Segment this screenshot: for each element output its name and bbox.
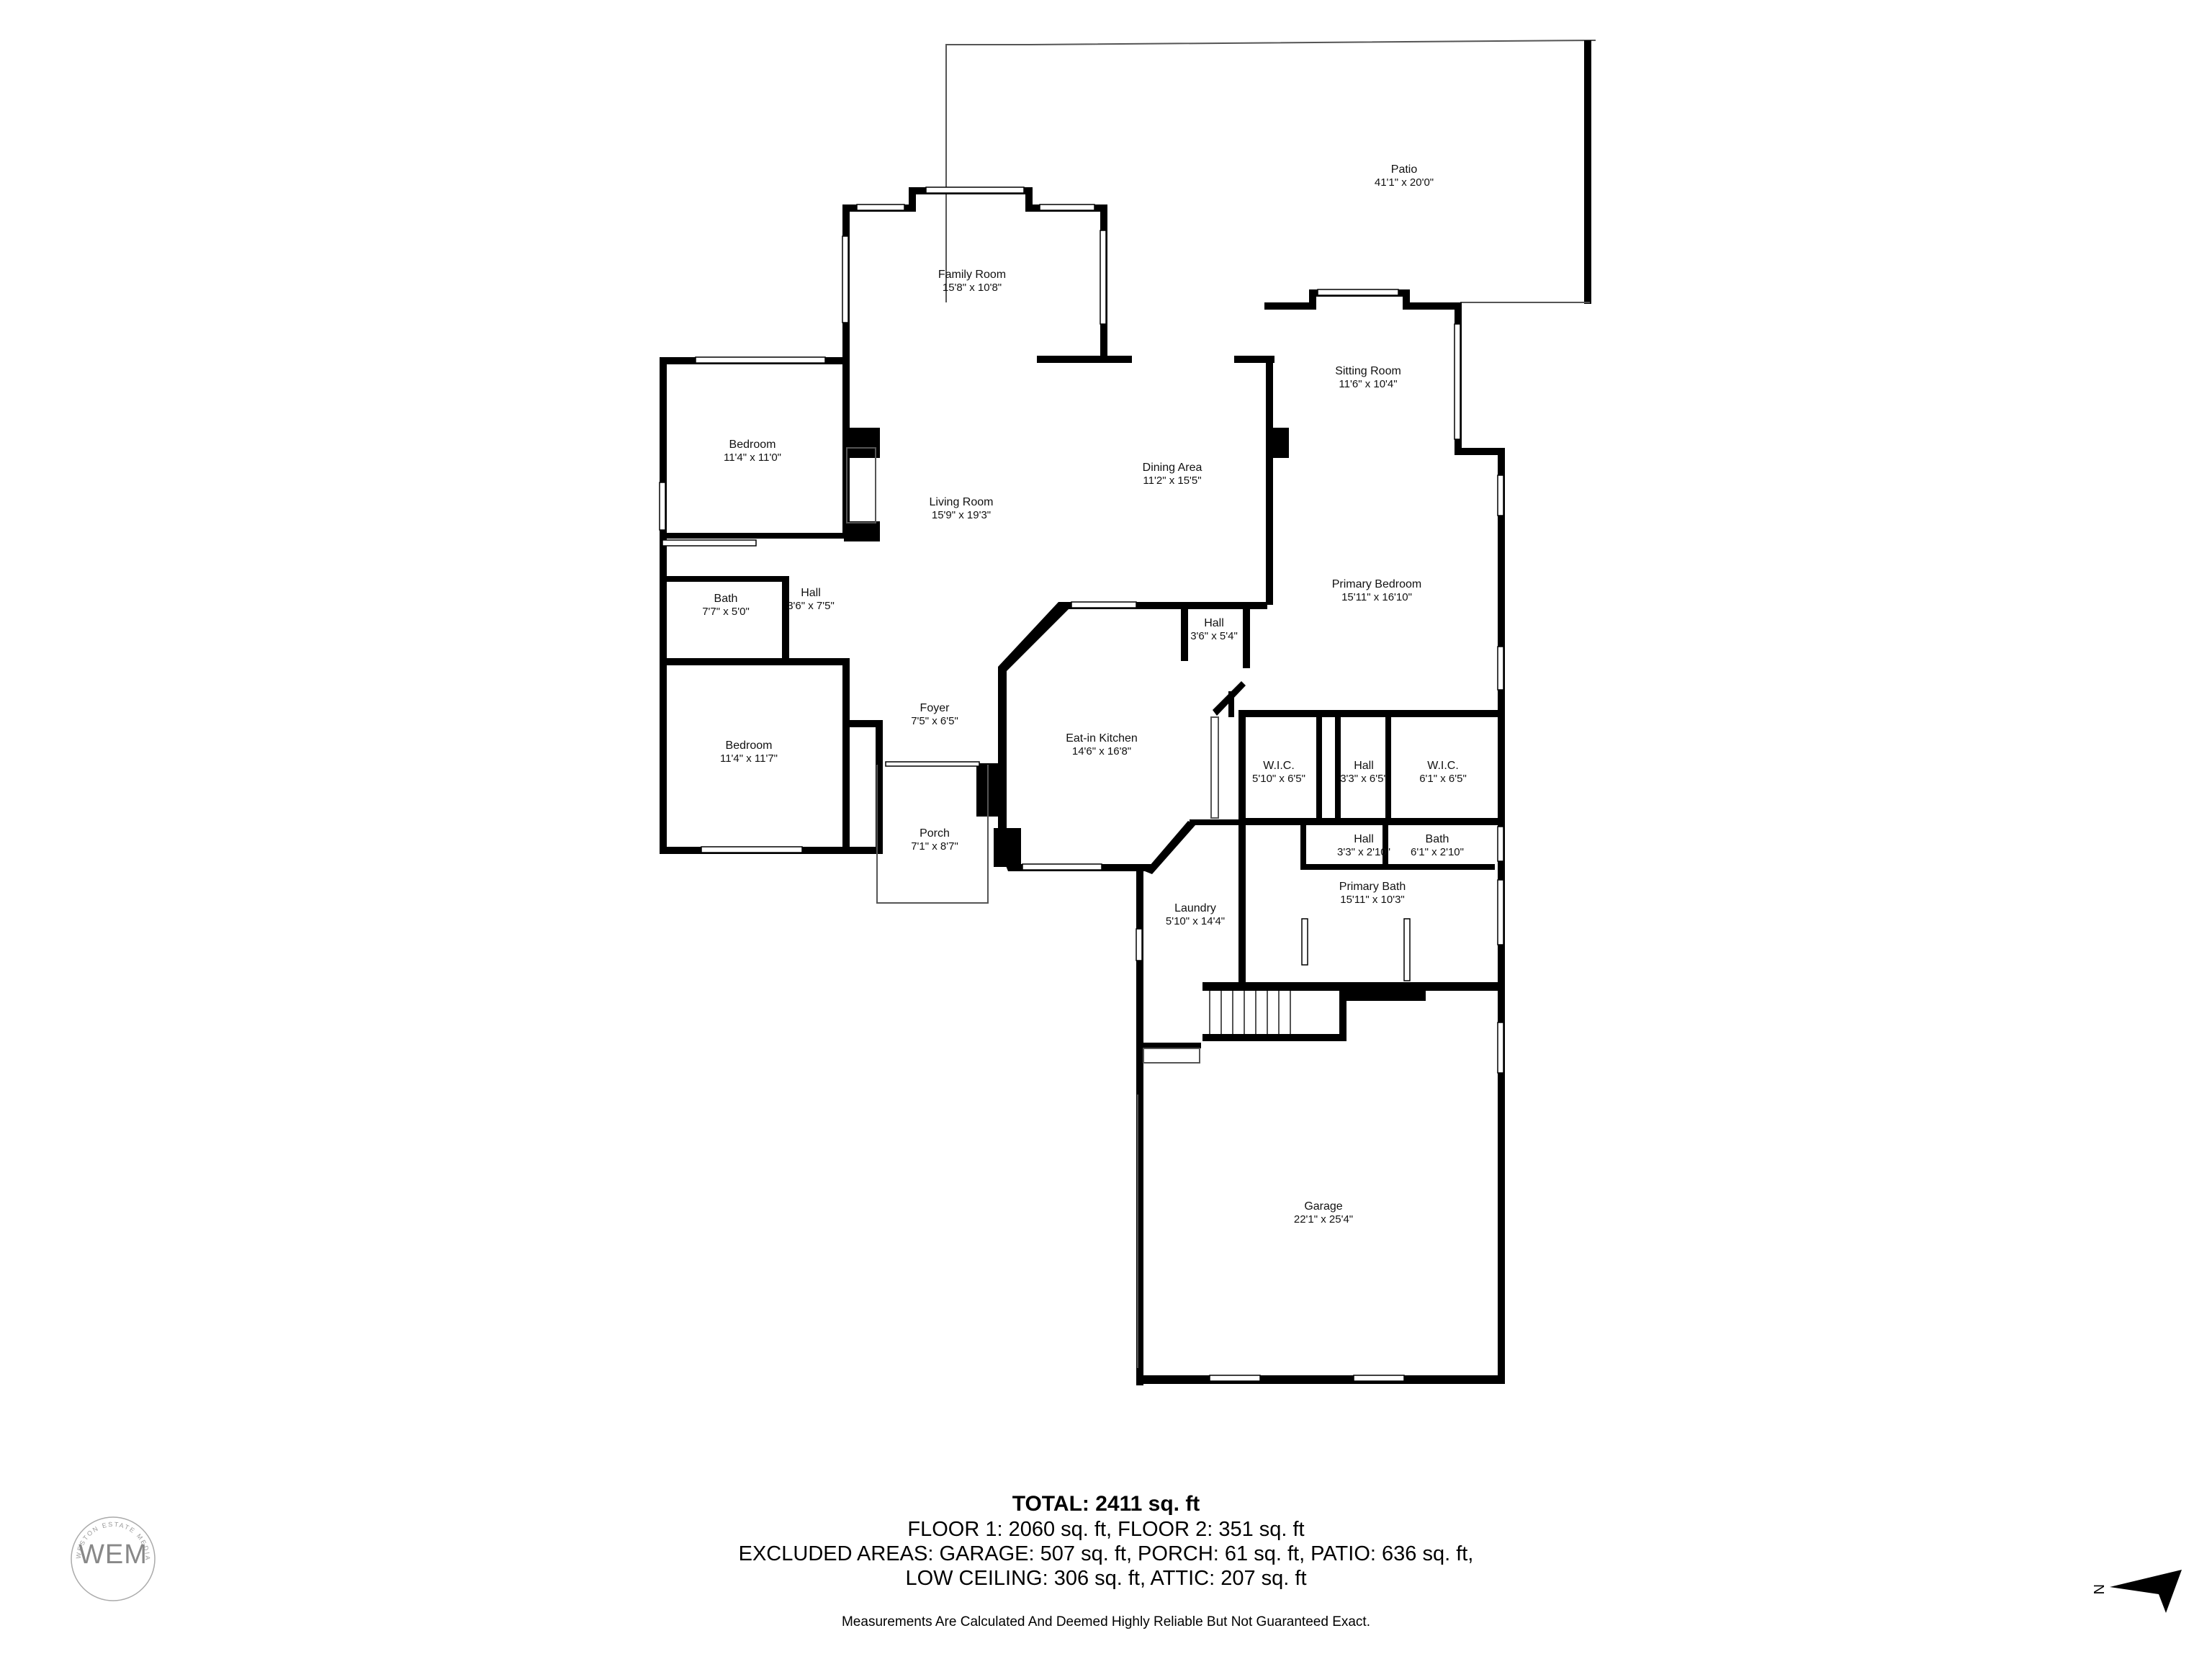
- room-name: Laundry: [1174, 902, 1216, 914]
- room-dimensions: 15'9" x 19'3": [932, 509, 991, 521]
- room-name: Living Room: [930, 496, 994, 508]
- room-dimensions: 7'7" x 5'0": [702, 606, 750, 618]
- family-room-walls: [842, 186, 1132, 363]
- room-name: Hall: [801, 587, 821, 599]
- room-dimensions: 11'4" x 11'7": [720, 752, 778, 765]
- room-dimensions: 15'8" x 10'8": [943, 282, 1002, 294]
- room-name: Hall: [1354, 833, 1374, 845]
- room-dimensions: 14'6" x 16'8": [1072, 745, 1131, 757]
- room-name: Bedroom: [729, 439, 776, 451]
- room-name: W.I.C.: [1427, 760, 1459, 772]
- room-name: Primary Bedroom: [1332, 578, 1421, 590]
- north-label: N: [2090, 1584, 2106, 1594]
- room-dimensions: 22'1" x 25'4": [1294, 1213, 1353, 1226]
- logo-text: WEM: [78, 1539, 148, 1570]
- room-dimensions: 7'5" x 6'5": [911, 715, 958, 727]
- room-name: Bath: [1426, 833, 1449, 845]
- room-dimensions: 6'1" x 2'10": [1411, 846, 1464, 858]
- room-name: Dining Area: [1143, 462, 1202, 474]
- room-name: Bath: [714, 593, 738, 605]
- room-name: Hall: [1354, 760, 1374, 772]
- room-name: Hall: [1204, 617, 1224, 629]
- room-dimensions: 3'3" x 2'10": [1337, 846, 1390, 858]
- north-arrow-icon: N: [2090, 1570, 2182, 1613]
- room-name: Garage: [1304, 1200, 1342, 1213]
- room-name: Foyer: [920, 702, 950, 714]
- room-dimensions: 41'1" x 20'0": [1375, 176, 1434, 189]
- room-name: W.I.C.: [1263, 760, 1295, 772]
- room-dimensions: 5'10" x 6'5": [1252, 773, 1305, 785]
- room-dimensions: 11'4" x 11'0": [724, 451, 781, 464]
- room-dimensions: 15'11" x 10'3": [1340, 894, 1405, 906]
- low-ceiling-attic-areas: LOW CEILING: 306 sq. ft, ATTIC: 207 sq. …: [905, 1567, 1307, 1590]
- primary-suite-walls: [1202, 710, 1505, 1001]
- room-dimensions: 3'3" x 6'5": [1340, 773, 1388, 785]
- living-dining-walls: [844, 356, 1289, 605]
- room-dimensions: 11'2" x 15'5": [1143, 475, 1201, 487]
- room-dimensions: 11'6" x 10'4": [1339, 378, 1397, 390]
- room-labels: Patio 41'1" x 20'0" Family Room 15'8" x …: [702, 163, 1467, 1226]
- room-dimensions: 7'1" x 8'7": [911, 840, 958, 853]
- laundry-walls: [1136, 871, 1346, 1385]
- excluded-areas: EXCLUDED AREAS: GARAGE: 507 sq. ft, PORC…: [738, 1542, 1474, 1565]
- sitting-room-walls: [1264, 289, 1505, 995]
- room-dimensions: 15'11" x 16'10": [1341, 591, 1412, 603]
- total-area: TOTAL: 2411 sq. ft: [1012, 1492, 1200, 1516]
- room-name: Eat-in Kitchen: [1066, 732, 1138, 745]
- room-name: Bedroom: [726, 739, 773, 752]
- floor-areas: FLOOR 1: 2060 sq. ft, FLOOR 2: 351 sq. f…: [907, 1518, 1305, 1541]
- room-dimensions: 3'6" x 7'5": [787, 600, 835, 612]
- room-name: Sitting Room: [1335, 365, 1401, 377]
- room-name: Family Room: [938, 269, 1006, 281]
- room-name: Primary Bath: [1339, 881, 1406, 893]
- patio-outline: [945, 40, 1596, 304]
- room-dimensions: 3'6" x 5'4": [1190, 630, 1238, 642]
- room-dimensions: 5'10" x 14'4": [1166, 915, 1225, 927]
- room-dimensions: 6'1" x 6'5": [1419, 773, 1467, 785]
- measurement-disclaimer: Measurements Are Calculated And Deemed H…: [841, 1614, 1370, 1629]
- porch-outline: [876, 761, 989, 904]
- wem-logo: WESTON ESTATE MEDIA: [71, 1516, 156, 1601]
- room-name: Porch: [920, 827, 950, 840]
- garage-walls: [1136, 991, 1505, 1384]
- room-name: Patio: [1391, 163, 1418, 176]
